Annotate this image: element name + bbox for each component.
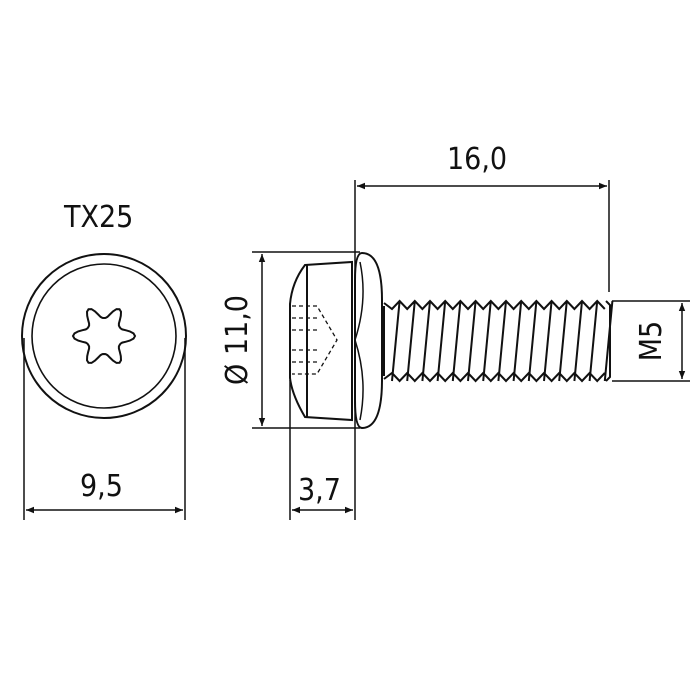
head-diameter-label: 9,5	[80, 469, 123, 504]
head-height-label: 3,7	[298, 473, 341, 508]
washer-diameter-label: Ø 11,0	[220, 295, 255, 385]
screw-side-view	[289, 251, 614, 430]
length-label: 16,0	[447, 142, 508, 177]
thread-label: M5	[634, 320, 669, 362]
drive-label: TX25	[64, 200, 134, 235]
torx-recess-icon	[71, 308, 137, 364]
thread	[383, 299, 614, 383]
head-top-view	[21, 253, 187, 419]
